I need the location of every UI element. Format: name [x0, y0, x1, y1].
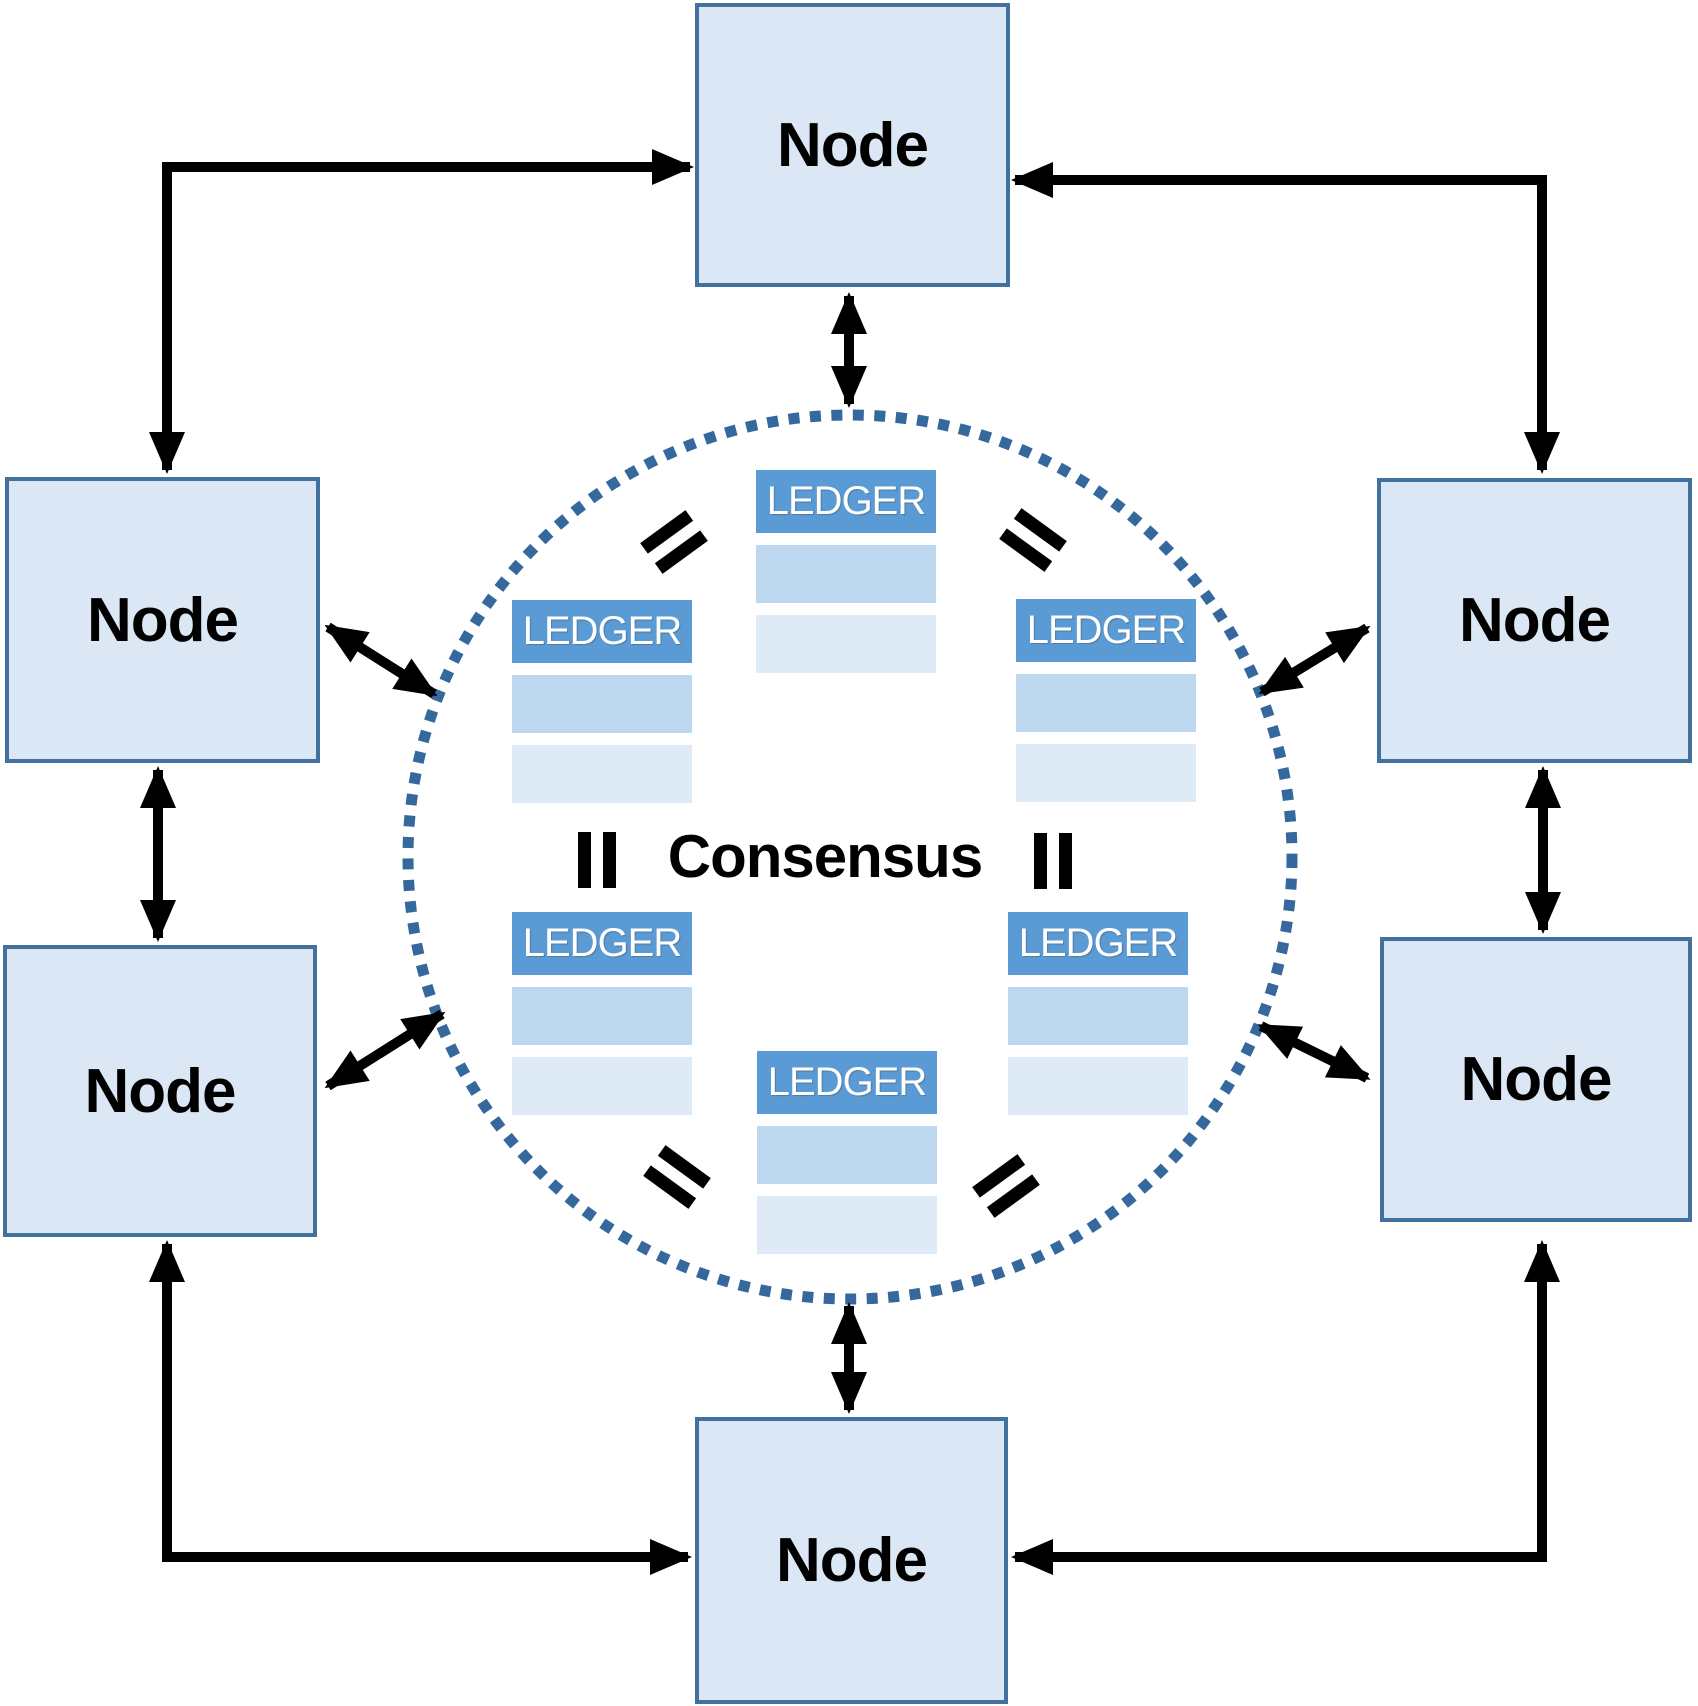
- connector-bottom-right: [1011, 1240, 1560, 1575]
- node-label: Node: [1460, 1045, 1613, 1114]
- connector-bottom-left: [149, 1240, 692, 1575]
- node-label: Node: [1459, 586, 1611, 655]
- ledger-header: LEDGER: [1016, 599, 1196, 662]
- ledger-table-lower-right: LEDGER: [1008, 912, 1188, 1115]
- ledger-row: [756, 545, 936, 603]
- node-box-left-upper: Node: [5, 477, 320, 763]
- ledger-header: LEDGER: [512, 600, 692, 663]
- node-box-top: Node: [695, 3, 1010, 287]
- ledger-row: [757, 1126, 937, 1184]
- connector-top-left: [149, 149, 694, 474]
- node-label: Node: [84, 1056, 237, 1126]
- ledger-row: [512, 987, 692, 1045]
- ledger-table-lower-left: LEDGER: [512, 912, 692, 1115]
- arrow-right-lower-node-circle: [1257, 1021, 1371, 1083]
- ledger-row: [756, 615, 936, 673]
- ledger-header: LEDGER: [512, 912, 692, 975]
- equals-bar: [578, 832, 591, 888]
- ledger-row: [757, 1196, 937, 1254]
- ledger-row: [1008, 1057, 1188, 1115]
- node-label: Node: [87, 585, 239, 655]
- ledger-row: [512, 745, 692, 803]
- ledger-row: [512, 1057, 692, 1115]
- consensus-circle-boundary: [402, 409, 1298, 1305]
- node-box-right-lower: Node: [1380, 937, 1692, 1222]
- ledger-table-bottom-center: LEDGER: [757, 1051, 937, 1254]
- ledger-table-mid-left: LEDGER: [512, 600, 692, 803]
- node-box-bottom: Node: [695, 1417, 1008, 1704]
- arrow-left-lower-node-circle: [324, 1009, 446, 1091]
- node-label: Node: [777, 110, 929, 180]
- ledger-row: [1016, 674, 1196, 732]
- equals-bar: [1059, 833, 1072, 889]
- ledger-table-top-center: LEDGER: [756, 470, 936, 673]
- ledger-header: LEDGER: [756, 470, 936, 533]
- ledger-row: [1016, 744, 1196, 802]
- connector-top-right: [1011, 162, 1560, 474]
- ledger-header: LEDGER: [1008, 912, 1188, 975]
- node-box-left-lower: Node: [3, 945, 317, 1237]
- node-box-right-upper: Node: [1377, 478, 1692, 763]
- consensus-label: Consensus: [667, 823, 983, 890]
- ledger-table-mid-right: LEDGER: [1016, 599, 1196, 802]
- ledger-row: [1008, 987, 1188, 1045]
- ledger-header: LEDGER: [757, 1051, 937, 1114]
- node-label: Node: [776, 1526, 928, 1595]
- arrow-left-upper-node-circle: [324, 622, 438, 699]
- arrow-right-upper-node-circle: [1258, 623, 1371, 697]
- ledger-row: [512, 675, 692, 733]
